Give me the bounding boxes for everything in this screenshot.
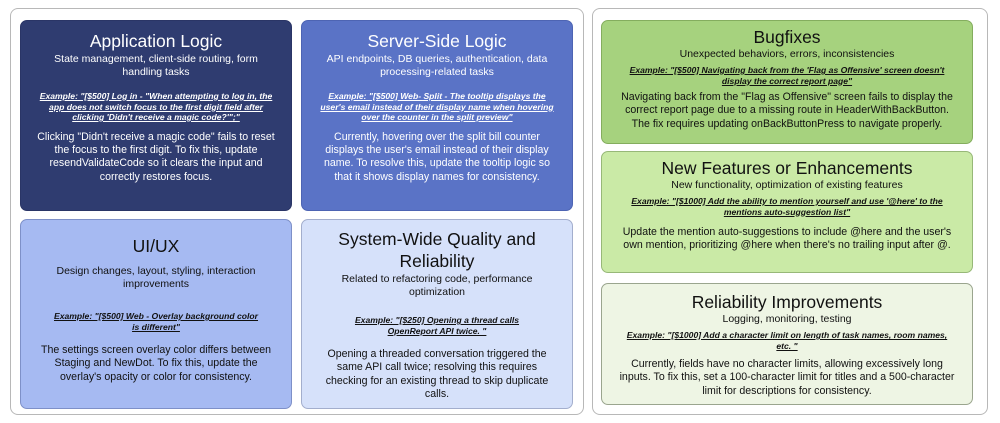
system-wide-quality-description: Opening a threaded conversation triggere… [325, 348, 549, 401]
server-side-logic-title: Server-Side Logic [367, 31, 507, 51]
application-logic-card: Application Logic State management, clie… [20, 20, 292, 211]
reliability-improvements-card: Reliability Improvements Logging, monito… [601, 283, 973, 405]
ui-ux-subtitle: Design changes, layout, styling, interac… [56, 265, 256, 290]
application-logic-title: Application Logic [89, 31, 223, 51]
bugfixes-description: Navigating back from the "Flag as Offens… [621, 91, 953, 130]
new-features-subtitle: New functionality, optimization of exist… [671, 179, 903, 191]
ui-ux-example: Example: "[$500] Web - Overlay backgroun… [53, 311, 259, 332]
reliability-improvements-title: Reliability Improvements [691, 292, 883, 312]
system-wide-quality-example: Example: "[$250] Opening a thread calls … [354, 315, 520, 336]
bugfixes-subtitle: Unexpected behaviors, errors, inconsiste… [679, 48, 895, 60]
bugfixes-example: Example: "[$500] Navigating back from th… [629, 65, 945, 86]
system-wide-quality-title: System-Wide Quality and Reliability [338, 229, 536, 271]
new-features-description: Update the mention auto-suggestions to i… [622, 226, 952, 252]
server-side-logic-description: Currently, hovering over the split bill … [324, 130, 550, 183]
new-features-example: Example: "[$1000] Add the ability to men… [631, 196, 943, 217]
new-features-title: New Features or Enhancements [661, 158, 913, 178]
ui-ux-title: UI/UX [132, 236, 180, 256]
server-side-logic-example: Example: "[$500] Web- Split - The toolti… [320, 91, 554, 122]
server-side-logic-card: Server-Side Logic API endpoints, DB quer… [301, 20, 573, 211]
ui-ux-description: The settings screen overlay color differ… [40, 344, 272, 383]
system-wide-quality-subtitle: Related to refactoring code, performance… [341, 273, 533, 298]
application-logic-description: Clicking "Didn't receive a magic code" f… [37, 130, 275, 183]
ui-ux-card: UI/UX Design changes, layout, styling, i… [20, 219, 292, 409]
reliability-improvements-subtitle: Logging, monitoring, testing [722, 313, 852, 325]
system-wide-quality-card: System-Wide Quality and Reliability Rela… [301, 219, 573, 409]
server-side-logic-subtitle: API endpoints, DB queries, authenticatio… [326, 53, 548, 78]
reliability-improvements-description: Currently, fields have no character limi… [619, 358, 955, 397]
reliability-improvements-example: Example: "[$1000] Add a character limit … [626, 330, 948, 351]
new-features-card: New Features or Enhancements New functio… [601, 151, 973, 273]
application-logic-subtitle: State management, client-side routing, f… [54, 53, 258, 78]
bugfixes-card: Bugfixes Unexpected behaviors, errors, i… [601, 20, 973, 144]
bugfixes-title: Bugfixes [753, 27, 821, 47]
application-logic-example: Example: "[$500] Log in - "When attempti… [39, 91, 273, 122]
